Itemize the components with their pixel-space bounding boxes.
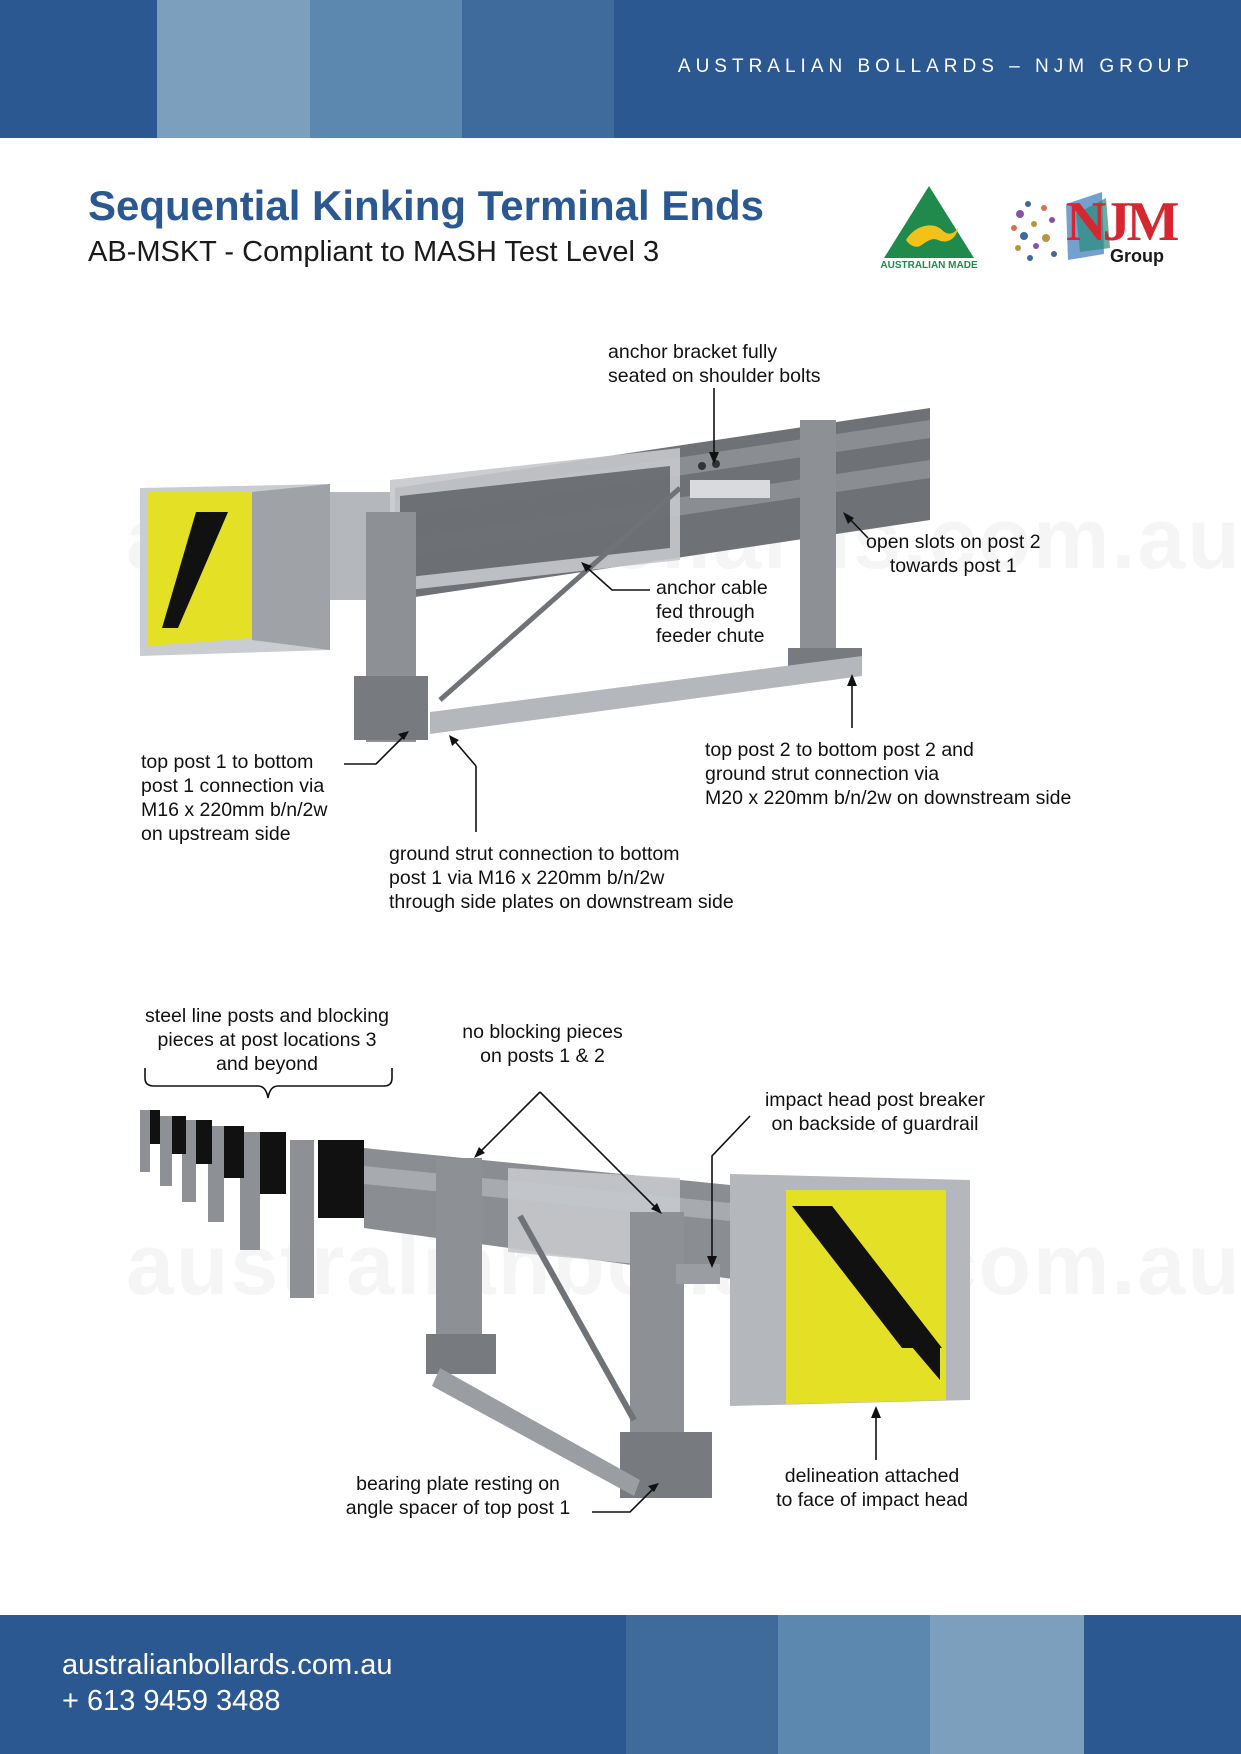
kangaroo-triangle-icon: [884, 186, 974, 258]
company-name: AUSTRALIAN BOLLARDS – NJM GROUP: [677, 56, 1194, 77]
ground-strut: [430, 656, 862, 734]
post-1: [436, 1158, 482, 1358]
australian-made-logo: AUSTRALIAN MADE: [876, 184, 982, 276]
label-ground-strut: ground strut connection to bottom post 1…: [389, 843, 734, 913]
label-no-blocking: no blocking pieces on posts 1 & 2: [462, 1021, 623, 1067]
footer-stripe: [930, 1615, 1084, 1754]
anchor-cable: [517, 1214, 637, 1422]
label-impact-head: impact head post breaker on backside of …: [764, 1089, 986, 1135]
line-posts: [140, 1110, 314, 1298]
label-steel-line-posts: steel line posts and blocking pieces at …: [145, 1005, 389, 1075]
footer-band: australianbollards.com.au + 613 9459 348…: [0, 1615, 1241, 1754]
blocking-pieces: [150, 1110, 364, 1218]
label-delineation: delineation attached to face of impact h…: [776, 1465, 968, 1511]
footer-stripe: [778, 1615, 930, 1754]
label-bearing-plate: bearing plate resting on angle spacer of…: [345, 1473, 571, 1519]
label-anchor-cable: anchor cable fed through feeder chute: [656, 577, 768, 647]
label-top-post-1: top post 1 to bottom post 1 connection v…: [141, 751, 328, 845]
label-anchor-bracket: anchor bracket fully seated on shoulder …: [608, 341, 821, 387]
page-title: Sequential Kinking Terminal Ends: [88, 182, 764, 229]
header-stripe: [462, 0, 614, 138]
australian-made-text: AUSTRALIAN MADE: [880, 260, 978, 271]
anchor-cable: [438, 486, 682, 702]
page-subtitle: AB-MSKT - Compliant to MASH Test Level 3: [88, 236, 660, 268]
njm-group-text: Group: [1110, 246, 1164, 266]
header-stripe: [157, 0, 310, 138]
header-band: AUSTRALIAN BOLLARDS – NJM GROUP: [0, 0, 1241, 138]
brace-bracket: [144, 1068, 393, 1099]
footer-website[interactable]: australianbollards.com.au: [62, 1649, 393, 1681]
label-top-post-2: top post 2 to bottom post 2 and ground s…: [705, 739, 1072, 809]
njm-group-logo-icon: [1011, 192, 1110, 261]
njm-letters: NJM: [1066, 191, 1179, 253]
footer-stripe: [626, 1615, 778, 1754]
ground-strut: [432, 1368, 640, 1496]
post-2: [800, 420, 836, 652]
label-open-slots: open slots on post 2 towards post 1: [866, 531, 1041, 577]
header-stripe: [310, 0, 462, 138]
footer-phone[interactable]: + 613 9459 3488: [62, 1685, 281, 1717]
njm-group-logo: NJM Group: [1006, 184, 1179, 276]
